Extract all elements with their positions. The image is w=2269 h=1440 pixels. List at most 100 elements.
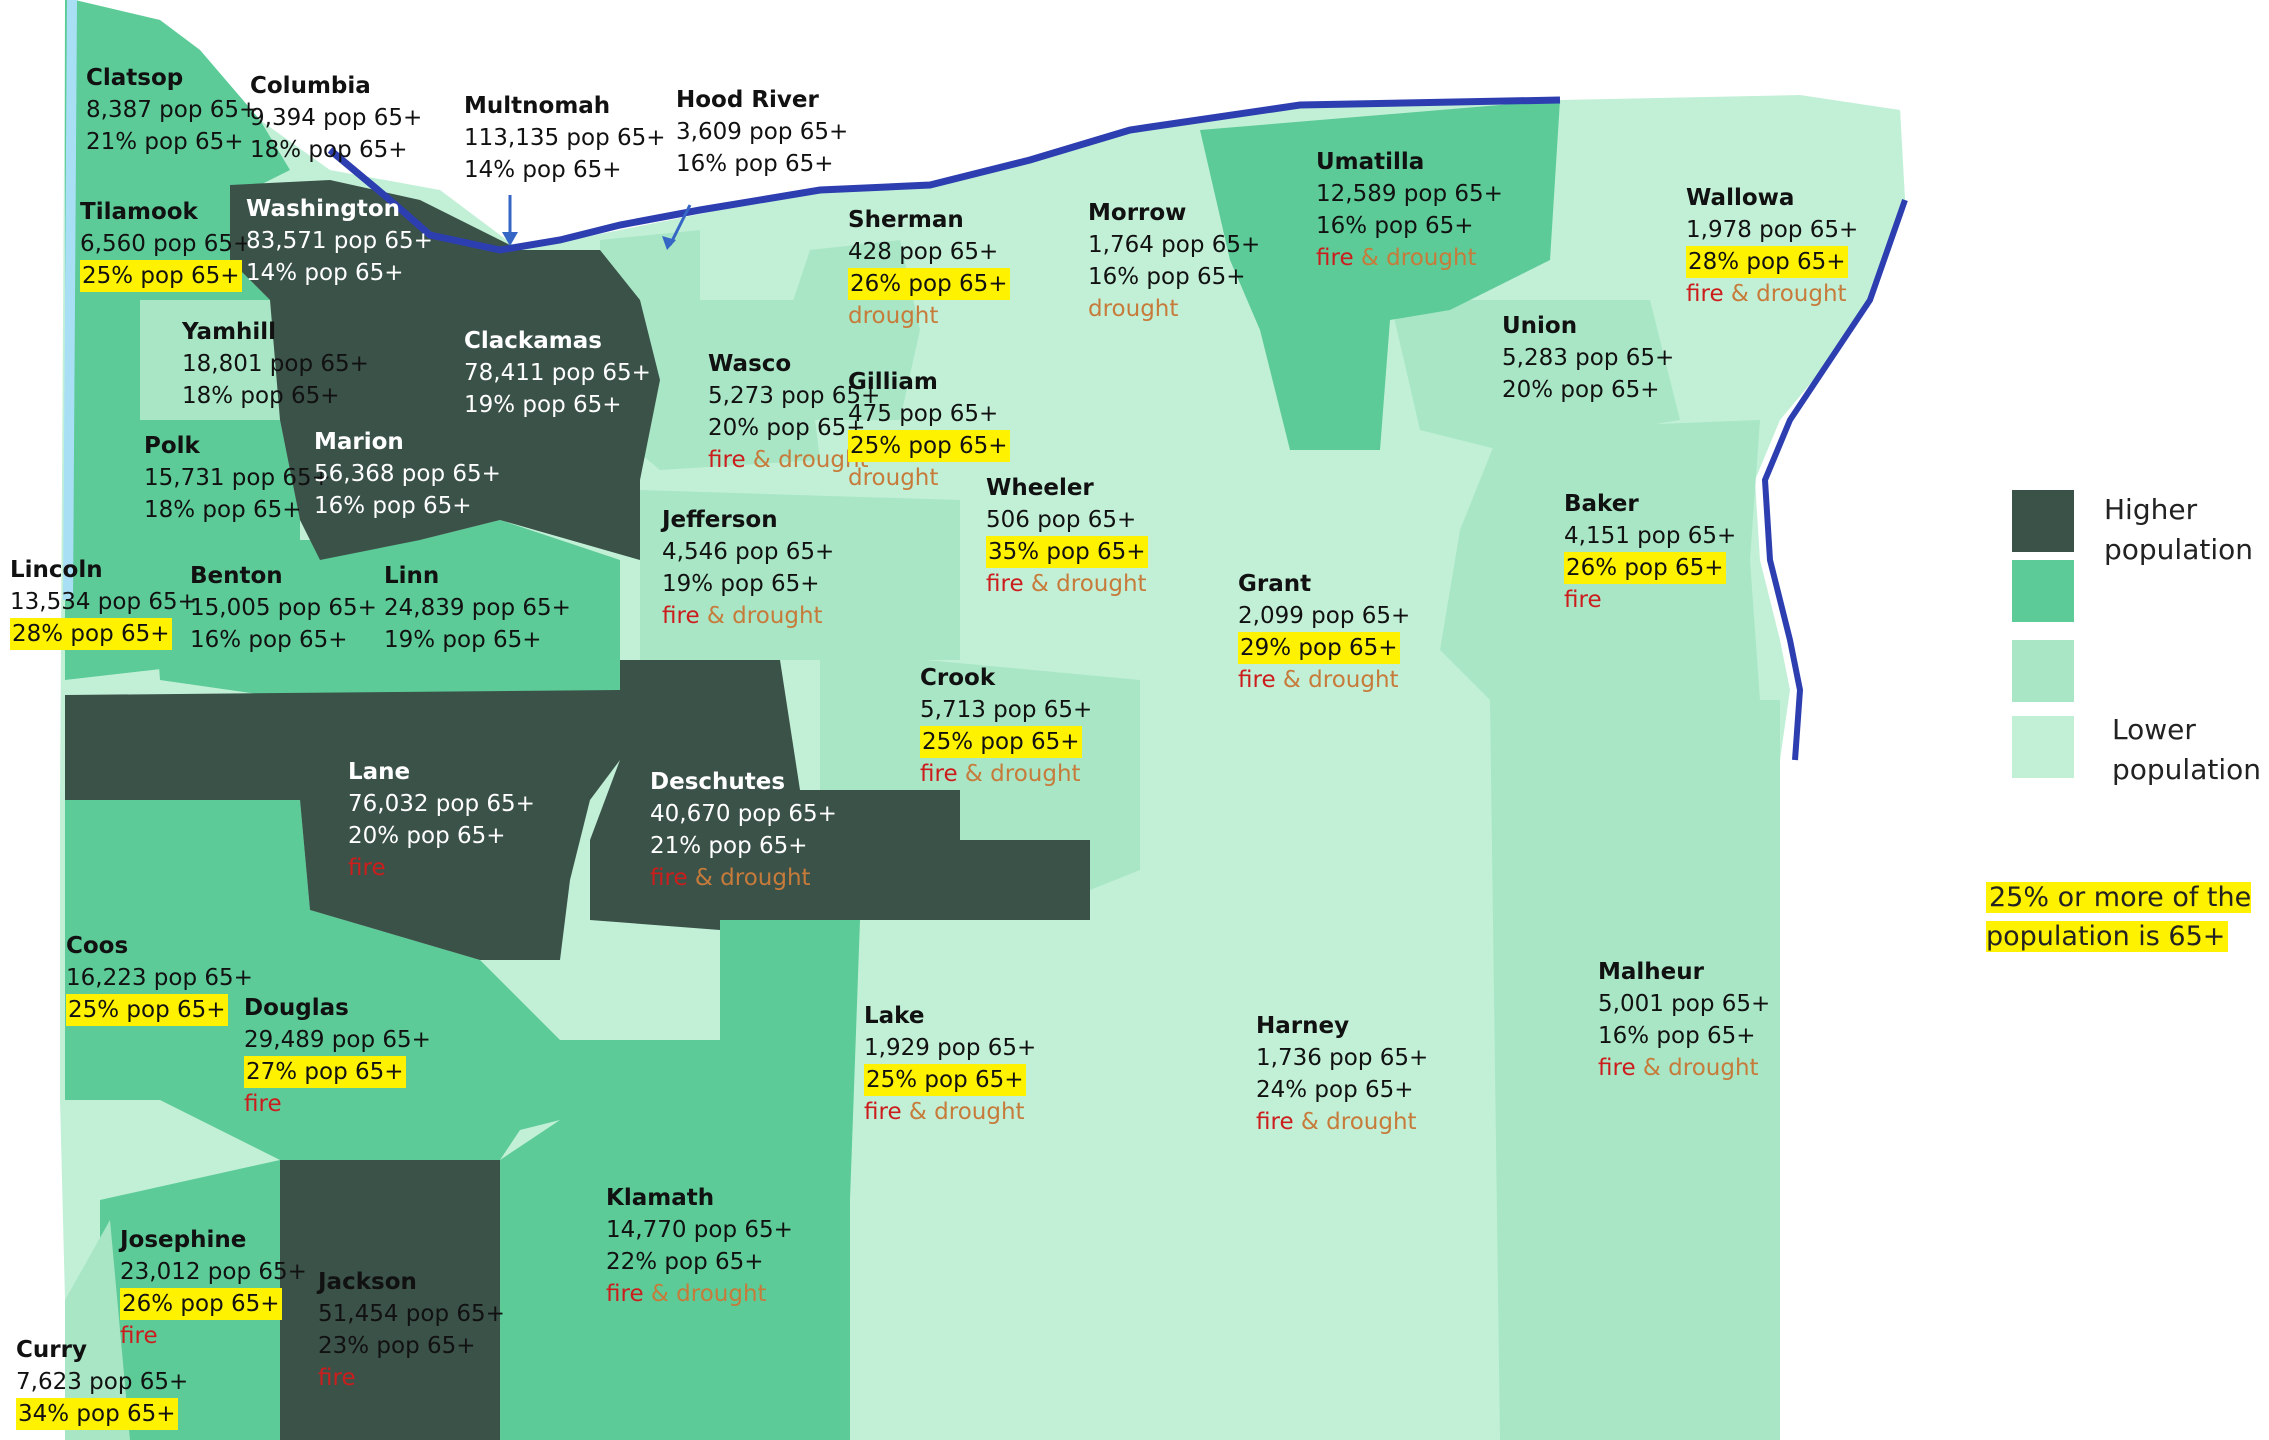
county-risk: fire & drought — [606, 1281, 767, 1307]
county-pop: 16,223 pop 65+ — [66, 965, 253, 991]
county-pct-line: 22% pop 65+ — [606, 1246, 793, 1278]
county-pop: 56,368 pop 65+ — [314, 461, 501, 487]
county-pct-line: 26% pop 65+ — [848, 268, 1010, 300]
legend-higher-label: Higher population — [2104, 493, 2253, 566]
county-name: Columbia — [250, 73, 371, 99]
county-name: Clackamas — [464, 328, 602, 354]
county-pop: 76,032 pop 65+ — [348, 791, 535, 817]
county-name: Morrow — [1088, 200, 1187, 226]
county-pct: 21% pop 65+ — [650, 833, 808, 859]
county-pct: 19% pop 65+ — [464, 392, 622, 418]
legend-lower-label: Lower population — [2112, 713, 2261, 786]
county-name: Wheeler — [986, 475, 1094, 501]
county-pct-line: 26% pop 65+ — [120, 1288, 307, 1320]
county-name: Jackson — [318, 1269, 417, 1295]
county-name: Benton — [190, 563, 283, 589]
county-pop: 1,736 pop 65+ — [1256, 1045, 1429, 1071]
county-pct-line: 21% pop 65+ — [86, 126, 258, 158]
county-pop: 83,571 pop 65+ — [246, 228, 433, 254]
region-deschutes — [590, 660, 1090, 930]
county-pct: 14% pop 65+ — [464, 157, 622, 183]
county-pop: 3,609 pop 65+ — [676, 119, 849, 145]
county-name: Polk — [144, 433, 200, 459]
county-pop: 29,489 pop 65+ — [244, 1027, 431, 1053]
county-pct: 19% pop 65+ — [384, 627, 542, 653]
county-pct: 16% pop 65+ — [190, 627, 348, 653]
county-pct: 28% pop 65+ — [1686, 246, 1848, 278]
county-pop: 12,589 pop 65+ — [1316, 181, 1503, 207]
legend-swatch-lower — [2012, 716, 2074, 778]
county-name: Baker — [1564, 491, 1639, 517]
region-union — [1390, 300, 1680, 450]
county-pop: 7,623 pop 65+ — [16, 1369, 189, 1395]
county-name: Hood River — [676, 87, 819, 113]
county-pop: 15,731 pop 65+ — [144, 465, 331, 491]
county-pop: 475 pop 65+ — [848, 401, 999, 427]
region-malheur — [1490, 700, 1780, 1440]
county-pct: 25% pop 65+ — [66, 994, 228, 1026]
county-name: Harney — [1256, 1013, 1350, 1039]
county-pop: 18,801 pop 65+ — [182, 351, 369, 377]
county-pop: 8,387 pop 65+ — [86, 97, 259, 123]
county-pct-line: 25% pop 65+ — [920, 726, 1092, 758]
county-pop: 2,099 pop 65+ — [1238, 603, 1411, 629]
county-pct-line: 35% pop 65+ — [986, 536, 1148, 568]
county-name: Jefferson — [662, 507, 778, 533]
county-name: Yamhill — [182, 319, 277, 345]
county-pop: 40,670 pop 65+ — [650, 801, 837, 827]
county-pop: 5,001 pop 65+ — [1598, 991, 1771, 1017]
county-pop: 428 pop 65+ — [848, 239, 999, 265]
county-pct-line: 26% pop 65+ — [1564, 552, 1736, 584]
county-pct-line: 25% pop 65+ — [66, 994, 253, 1026]
county-pct: 35% pop 65+ — [986, 536, 1148, 568]
county-name: Washington — [246, 196, 401, 222]
county-risk: fire & drought — [1238, 667, 1399, 693]
county-name: Klamath — [606, 1185, 715, 1211]
county-pop: 4,546 pop 65+ — [662, 539, 835, 565]
county-name: Lincoln — [10, 557, 103, 583]
county-pct: 26% pop 65+ — [120, 1288, 282, 1320]
columbia-river — [327, 96, 1561, 254]
legend-highlight-note: 25% or more of the population is 65+ — [1986, 878, 2256, 956]
county-name: Tilamook — [80, 199, 198, 225]
county-pop: 14,770 pop 65+ — [606, 1217, 793, 1243]
county-pct: 26% pop 65+ — [1564, 552, 1726, 584]
county-pct-line: 14% pop 65+ — [464, 154, 666, 186]
county-pct: 28% pop 65+ — [10, 618, 172, 650]
county-pct-line: 16% pop 65+ — [1088, 261, 1260, 293]
county-risk: drought — [848, 303, 939, 329]
snake-river — [1761, 199, 1908, 761]
county-pct: 18% pop 65+ — [144, 497, 302, 523]
county-pct: 20% pop 65+ — [1502, 377, 1660, 403]
county-name: Lake — [864, 1003, 925, 1029]
county-name: Wallowa — [1686, 185, 1795, 211]
county-pct-line: 34% pop 65+ — [16, 1398, 188, 1430]
coastline — [63, 0, 77, 601]
county-pct: 24% pop 65+ — [1256, 1077, 1414, 1103]
county-pop: 15,005 pop 65+ — [190, 595, 377, 621]
county-pop: 51,454 pop 65+ — [318, 1301, 505, 1327]
county-pct: 22% pop 65+ — [606, 1249, 764, 1275]
county-pop: 23,012 pop 65+ — [120, 1259, 307, 1285]
county-pct-line: 19% pop 65+ — [464, 389, 651, 421]
county-label: Klamath 14,770 pop 65+ 22% pop 65+ fire & d… — [606, 1182, 793, 1310]
county-label: Benton 15,005 pop 65+ 16% pop 65+ — [190, 560, 377, 656]
region-curry — [65, 1220, 130, 1440]
county-pct: 27% pop 65+ — [244, 1056, 406, 1088]
county-pop: 506 pop 65+ — [986, 507, 1137, 533]
county-pop: 113,135 pop 65+ — [464, 125, 666, 151]
